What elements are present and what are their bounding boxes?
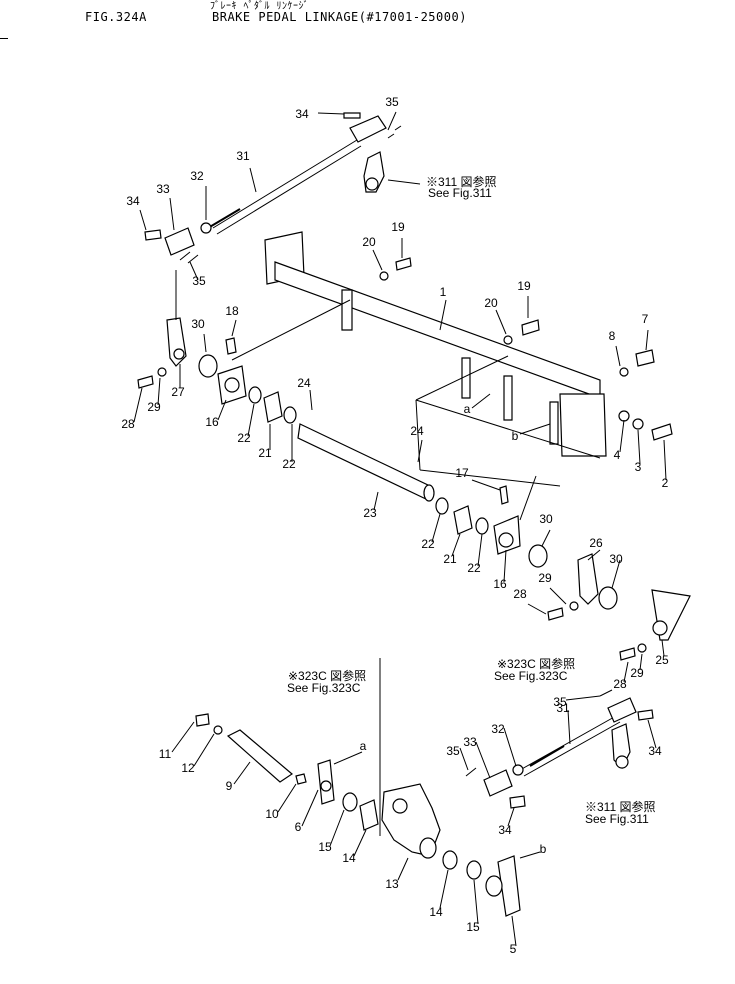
part-callout-31: 31 <box>236 149 250 163</box>
part-callout-3: 3 <box>635 460 642 474</box>
part-callout-28: 28 <box>513 587 527 601</box>
figure-number: FIG.324A <box>85 10 147 24</box>
reference-see-fig-311-bottom-line2: See Fig.311 <box>585 812 649 826</box>
part-callout-35: 35 <box>446 744 460 758</box>
part-callout-a: a <box>360 739 367 753</box>
figure-references: ※311 図参照 See Fig.311 ※323C 図参照 See Fig.3… <box>287 174 655 826</box>
part-callout-20: 20 <box>484 296 498 310</box>
part-callout-16: 16 <box>493 577 507 591</box>
page-title-japanese: ﾌﾞﾚｰｷ ﾍﾟﾀﾞﾙ ﾘﾝｹｰｼﾞ <box>210 1 310 12</box>
part-callout-11: 11 <box>159 747 172 761</box>
part-callout-8: 8 <box>609 329 616 343</box>
part-callout-15: 15 <box>318 840 332 854</box>
part-callout-35: 35 <box>385 95 399 109</box>
part-callout-4: 4 <box>614 448 621 462</box>
part-callout-32: 32 <box>491 722 505 736</box>
part-callout-19: 19 <box>517 279 531 293</box>
part-callout-34: 34 <box>648 744 662 758</box>
part-callout-b: b <box>512 429 519 443</box>
part-callout-35: 35 <box>553 695 567 709</box>
part-callout-25: 25 <box>655 653 669 667</box>
part-callout-35: 35 <box>192 274 206 288</box>
part-callout-21: 21 <box>443 552 457 566</box>
part-callout-22: 22 <box>237 431 251 445</box>
reference-see-fig-311-top-line2: See Fig.311 <box>428 186 492 200</box>
part-callout-34: 34 <box>295 107 309 121</box>
reference-see-fig-323c-left-line1: ※323C 図参照 <box>288 668 366 683</box>
part-callout-27: 27 <box>171 385 185 399</box>
part-callout-18: 18 <box>225 304 239 318</box>
part-callout-22: 22 <box>282 457 296 471</box>
reference-see-fig-323c-right-line2: See Fig.323C <box>494 669 568 683</box>
part-callout-29: 29 <box>538 571 552 585</box>
part-callout-16: 16 <box>205 415 219 429</box>
part-callout-30: 30 <box>609 552 623 566</box>
part-callout-17: 17 <box>455 466 469 480</box>
part-callout-14: 14 <box>429 905 443 919</box>
part-callout-b: b <box>540 842 547 856</box>
part-callout-24: 24 <box>410 424 424 438</box>
part-callout-19: 19 <box>391 220 405 234</box>
reference-see-fig-311-bottom-line1: ※311 図参照 <box>585 799 655 814</box>
diagram-geometry <box>133 111 691 947</box>
margin-tick <box>0 38 8 39</box>
reference-see-fig-323c-right-line1: ※323C 図参照 <box>497 656 575 671</box>
part-callout-34: 34 <box>126 194 140 208</box>
part-callout-10: 10 <box>265 807 279 821</box>
part-callout-2: 2 <box>662 476 669 490</box>
part-callout-31: 31 <box>556 701 570 715</box>
part-callout-29: 29 <box>147 400 161 414</box>
part-callout-24: 24 <box>297 376 311 390</box>
part-callout-20: 20 <box>362 235 376 249</box>
part-callout-28: 28 <box>121 417 135 431</box>
part-callout-1: 1 <box>440 285 447 299</box>
reference-see-fig-311-top-line1: ※311 図参照 <box>426 174 496 189</box>
reference-see-fig-323c-left-line2: See Fig.323C <box>287 681 361 695</box>
part-callout-22: 22 <box>421 537 435 551</box>
part-callout-5: 5 <box>510 942 517 956</box>
part-callout-30: 30 <box>191 317 205 331</box>
part-callout-33: 33 <box>156 182 170 196</box>
page-title: BRAKE PEDAL LINKAGE(#17001-25000) <box>212 10 467 24</box>
part-callout-28: 28 <box>613 677 627 691</box>
part-callout-26: 26 <box>589 536 603 550</box>
part-callout-14: 14 <box>342 851 356 865</box>
part-callout-30: 30 <box>539 512 553 526</box>
part-callout-7: 7 <box>642 312 649 326</box>
part-callout-21: 21 <box>258 446 272 460</box>
part-callout-23: 23 <box>363 506 377 520</box>
part-callout-12: 12 <box>181 761 195 775</box>
part-callout-a: a <box>464 402 471 416</box>
part-callout-15: 15 <box>466 920 480 934</box>
part-callout-13: 13 <box>385 877 399 891</box>
part-callout-22: 22 <box>467 561 481 575</box>
part-callout-32: 32 <box>190 169 204 183</box>
part-callout-6: 6 <box>295 820 302 834</box>
part-callout-33: 33 <box>463 735 477 749</box>
part-callout-29: 29 <box>630 666 644 680</box>
part-callout-9: 9 <box>226 779 233 793</box>
part-callout-34: 34 <box>498 823 512 837</box>
